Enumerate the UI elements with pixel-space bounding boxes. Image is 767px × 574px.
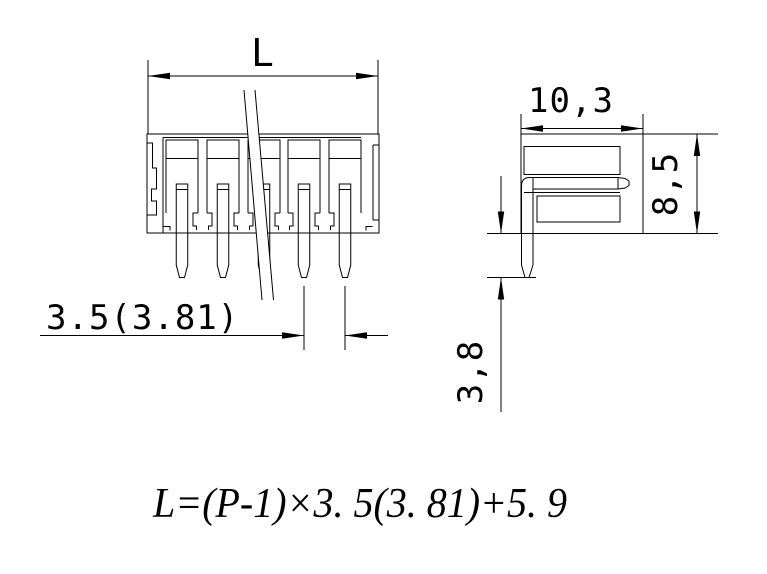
side-pin-inner-edge: [532, 177, 618, 265]
dimensions: L 3.5(3.81) 10,3 8,5 3,8: [40, 31, 718, 412]
side-housing-outline: [520, 133, 644, 234]
dim-arrow-right: [621, 125, 643, 132]
front-base-brackets: [163, 226, 373, 231]
side-pin-point: [521, 264, 534, 278]
dim-width-label: 10,3: [528, 81, 614, 121]
break-whiteout: [244, 90, 274, 300]
side-pin-outer-edge: [521, 177, 618, 265]
front-window: [165, 139, 199, 159]
dim-pitch-lines: [40, 286, 388, 350]
length-formula: L=(P-1)×3. 5(3. 81)+5. 9: [152, 481, 567, 527]
side-lower-slot: [536, 195, 621, 223]
dim-L-lines: [147, 60, 379, 134]
front-view-drawing: [146, 133, 380, 278]
dim-pin-length-lines: [487, 176, 536, 412]
dim-arrow-left: [521, 125, 543, 132]
front-pin: [216, 183, 230, 278]
dim-height-8-5: 8,5: [643, 133, 718, 234]
dim-arrow-left: [345, 332, 367, 339]
break-line-pair: [243, 89, 274, 301]
dim-arrow-up: [497, 277, 505, 300]
dim-arrow-right: [356, 72, 378, 80]
front-window: [328, 139, 362, 159]
dim-arrow-right: [282, 332, 304, 339]
dim-width-10-3: 10,3: [520, 81, 644, 136]
dim-pitch-label: 3.5(3.81): [46, 298, 239, 338]
dim-pitch: 3.5(3.81): [40, 286, 388, 350]
dim-length-label: L: [251, 31, 275, 75]
dim-pin-length-3-8: 3,8: [451, 176, 536, 412]
side-pin-tip-bullet: [617, 177, 630, 190]
dim-length-L: L: [147, 31, 379, 134]
dim-arrow-down: [693, 211, 701, 234]
side-upper-slot: [523, 146, 621, 175]
front-cell-walls: [165, 158, 362, 213]
dim-pin-length-label: 3,8: [451, 340, 491, 404]
dim-arrow-left: [148, 72, 170, 80]
front-wall-feet: [192, 212, 335, 230]
dim-height-label: 8,5: [646, 152, 686, 216]
side-view-drawing: [520, 133, 644, 278]
front-window: [247, 139, 281, 159]
front-pin: [175, 183, 189, 278]
dim-arrow-down: [497, 211, 505, 234]
front-window: [206, 139, 240, 159]
dim-arrow-up: [693, 134, 701, 156]
front-keying-profile: [146, 142, 157, 216]
front-window: [287, 139, 321, 159]
break-lines: [243, 89, 274, 301]
front-right-inner-wall: [372, 144, 379, 221]
front-inner-frame: [162, 137, 361, 233]
front-pin: [297, 183, 311, 278]
front-pin: [338, 183, 352, 278]
